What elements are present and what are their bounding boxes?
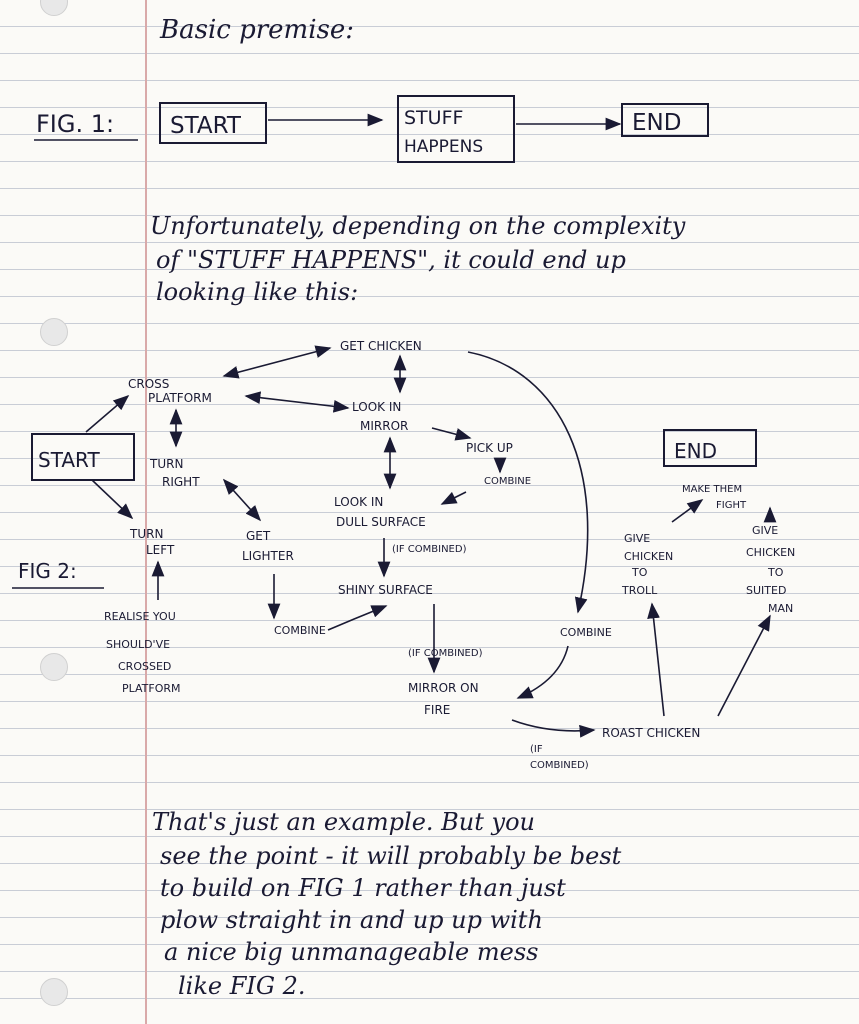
paragraph2-line: plow straight in and up up with	[160, 906, 543, 934]
node-give-troll: TO	[631, 566, 648, 579]
fig2-start: START	[38, 448, 100, 472]
node-roast-chicken: ROAST CHICKEN	[602, 726, 700, 740]
node-look-mirror: LOOK IN	[352, 400, 401, 414]
node-shiny-surface: SHINY SURFACE	[338, 583, 433, 597]
paragraph2-line: see the point - it will probably be best	[160, 842, 622, 870]
paragraph2-line: a nice big unmanageable mess	[164, 938, 538, 966]
fig2-arrows	[85, 345, 777, 738]
node-give-man: TO	[767, 566, 784, 579]
paragraph1-line: of "STUFF HAPPENS", it could end up	[156, 246, 626, 274]
node-if-combined: (IF	[530, 744, 543, 755]
node-get-lighter: GET	[246, 529, 271, 543]
paragraph1-line: Unfortunately, depending on the complexi…	[150, 212, 686, 240]
fig1-start: START	[170, 113, 242, 139]
node-mirror-fire: MIRROR ON	[408, 681, 479, 695]
node-give-troll: GIVE	[624, 532, 650, 545]
node-pick-up: PICK UP	[466, 441, 513, 455]
node-cross-platform: PLATFORM	[148, 391, 212, 405]
punch-hole	[40, 978, 68, 1006]
node-make-fight: FIGHT	[716, 500, 747, 511]
node-give-man: CHICKEN	[746, 546, 795, 559]
node-get-chicken: GET CHICKEN	[340, 339, 422, 353]
fig1-label: FIG. 1:	[36, 110, 114, 138]
node-turn-right: TURN	[149, 457, 183, 471]
node-look-mirror: MIRROR	[360, 419, 408, 433]
node-turn-left: LEFT	[146, 543, 175, 557]
node-if-combined: (IF COMBINED)	[408, 648, 483, 659]
fig2-end: END	[674, 439, 717, 463]
node-realise: SHOULD'VE	[106, 638, 170, 651]
node-realise: CROSSED	[118, 660, 171, 673]
node-look-dull: LOOK IN	[334, 495, 383, 509]
node-combine-left: COMBINE	[274, 624, 326, 637]
fig2-end-box	[663, 429, 757, 467]
node-give-man: GIVE	[752, 524, 778, 537]
node-realise: REALISE YOU	[104, 610, 176, 623]
node-look-dull: DULL SURFACE	[336, 515, 426, 529]
node-combine-top: COMBINE	[484, 476, 531, 487]
node-mirror-fire: FIRE	[424, 703, 450, 717]
punch-hole	[40, 318, 68, 346]
fig1-start-box	[159, 102, 267, 144]
node-cross-platform: CROSS	[128, 377, 169, 391]
fig1-stuff-2: HAPPENS	[404, 137, 483, 157]
node-realise: PLATFORM	[122, 682, 181, 695]
node-give-troll: CHICKEN	[624, 550, 673, 563]
fig1-end-box	[621, 103, 709, 137]
node-turn-right: RIGHT	[162, 475, 200, 489]
fig2-label: FIG 2:	[18, 559, 77, 583]
fig1-stuff-box	[397, 95, 515, 163]
paragraph2-line: like FIG 2.	[178, 972, 306, 1000]
heading: Basic premise:	[159, 15, 354, 45]
node-give-troll: TROLL	[621, 584, 658, 597]
fig2-start-box	[31, 433, 135, 481]
node-make-fight: MAKE THEM	[682, 484, 742, 495]
punch-hole	[40, 653, 68, 681]
node-combine-right: COMBINE	[560, 626, 612, 639]
paragraph2-line: That's just an example. But you	[152, 808, 535, 836]
node-give-man: MAN	[768, 602, 793, 615]
node-turn-left: TURN	[129, 527, 163, 541]
paragraph1-line: looking like this:	[156, 278, 358, 306]
node-if-combined: COMBINED)	[530, 760, 589, 771]
fig1-stuff-1: STUFF	[404, 107, 463, 129]
paragraph2-line: to build on FIG 1 rather than just	[160, 874, 566, 902]
node-get-lighter: LIGHTER	[242, 549, 294, 563]
node-if-combined: (IF COMBINED)	[392, 544, 467, 555]
fig1-end: END	[632, 110, 681, 136]
node-give-man: SUITED	[746, 584, 786, 597]
